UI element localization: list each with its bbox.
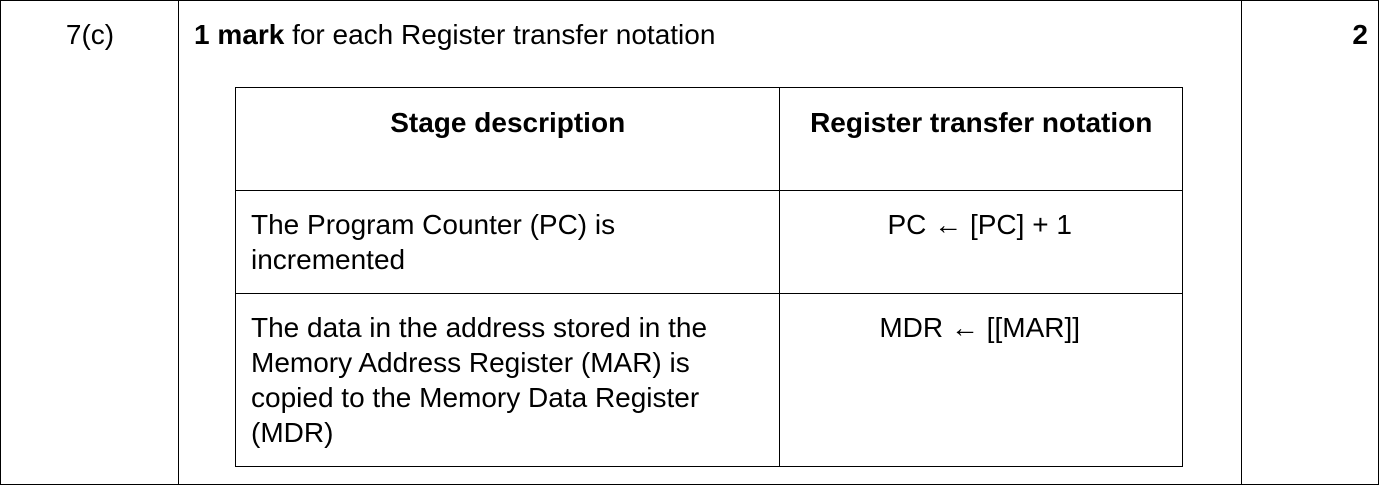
- answer-intro: 1 mark for each Register transfer notati…: [194, 19, 715, 51]
- marks-cell: 2: [1242, 1, 1378, 484]
- answer-intro-bold: 1 mark: [194, 19, 285, 50]
- stage-description-cell: The Program Counter (PC) is incremented: [234, 190, 781, 294]
- answer-intro-text: for each Register transfer notation: [284, 19, 716, 50]
- answer-cell: 1 mark for each Register transfer notati…: [179, 1, 1242, 484]
- header-stage-description: Stage description: [234, 87, 781, 191]
- notation-cell: MDR ← [[MAR]]: [779, 293, 1183, 467]
- marks-value: 2: [1352, 19, 1368, 50]
- question-cell: 7(c): [1, 1, 179, 484]
- table-row: The Program Counter (PC) is incremented …: [234, 190, 1183, 294]
- table-header-row: Stage description Register transfer nota…: [234, 87, 1183, 191]
- question-number: 7(c): [65, 19, 115, 50]
- stage-description-cell: The data in the address stored in the Me…: [234, 293, 781, 467]
- header-register-transfer-notation: Register transfer notation: [779, 87, 1183, 191]
- register-transfer-table: Stage description Register transfer nota…: [234, 87, 1183, 467]
- table-row: The data in the address stored in the Me…: [234, 293, 1183, 467]
- notation-cell: PC ← [PC] + 1: [779, 190, 1183, 294]
